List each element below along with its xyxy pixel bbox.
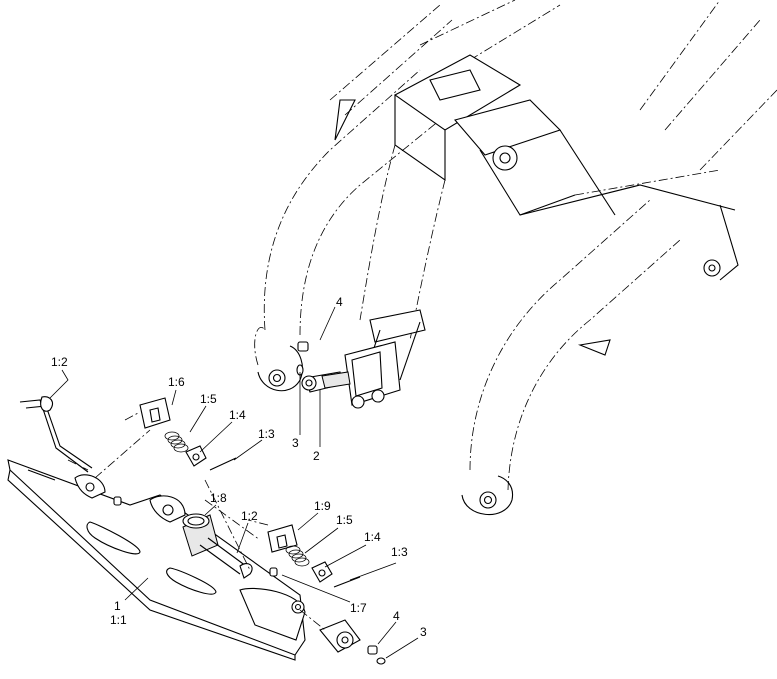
callout-3-lower: 3 [420,625,427,639]
callout-4-lower: 4 [393,609,400,623]
spring-upper [164,431,189,453]
callout-4-upper: 4 [336,295,343,309]
callout-1-6: 1:6 [168,375,185,389]
callout-3-upper: 3 [292,436,299,450]
callout-1-2-lower: 1:2 [241,509,258,523]
callout-1-3-lower: 1:3 [391,545,408,559]
assembly-lines [67,411,326,631]
callout-1-2-upper: 1:2 [51,355,68,369]
callout-1-3-upper: 1:3 [258,427,275,441]
spring-lower [285,545,310,567]
leader-lines [49,306,419,659]
latch-assembly-upper [296,341,351,393]
callout-1-1: 1:1 [110,613,127,627]
latch-bracket-assembly [7,396,386,665]
callout-1-5-lower: 1:5 [336,513,353,527]
callout-1-4-lower: 1:4 [364,530,381,544]
loader-frame [254,0,777,515]
callout-1-8: 1:8 [210,491,227,505]
callout-2: 2 [313,449,320,463]
callout-1: 1 [114,599,121,613]
callout-1-4-upper: 1:4 [229,408,246,422]
callout-1-7: 1:7 [350,601,367,615]
callout-1-5-upper: 1:5 [200,392,217,406]
callout-1-9: 1:9 [314,499,331,513]
